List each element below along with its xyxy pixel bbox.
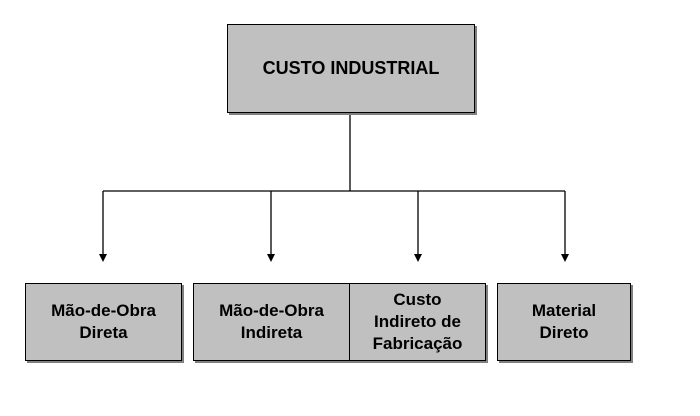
child-node-label: Custo Indireto de Fabricação <box>372 290 463 353</box>
root-node-box: CUSTO INDUSTRIAL <box>227 24 475 113</box>
child-node-label: Material Direto <box>531 301 597 342</box>
arrowhead-4 <box>561 254 569 262</box>
child-node-box-direct-labor: Mão-de-Obra Direta <box>25 283 182 361</box>
child-node-label: Mão-de-Obra Direta <box>51 301 156 342</box>
child-node-box-indirect-labor: Mão-de-Obra Indireta <box>193 283 350 361</box>
child-node-box-direct-material: Material Direto <box>497 283 631 361</box>
arrowhead-2 <box>267 254 275 262</box>
child-node-label: Mão-de-Obra Indireta <box>219 301 324 342</box>
child-node-box-indirect-manufacturing-cost: Custo Indireto de Fabricação <box>349 283 486 361</box>
arrowhead-3 <box>414 254 422 262</box>
root-node-label: CUSTO INDUSTRIAL <box>262 58 440 78</box>
arrowhead-1 <box>99 254 107 262</box>
